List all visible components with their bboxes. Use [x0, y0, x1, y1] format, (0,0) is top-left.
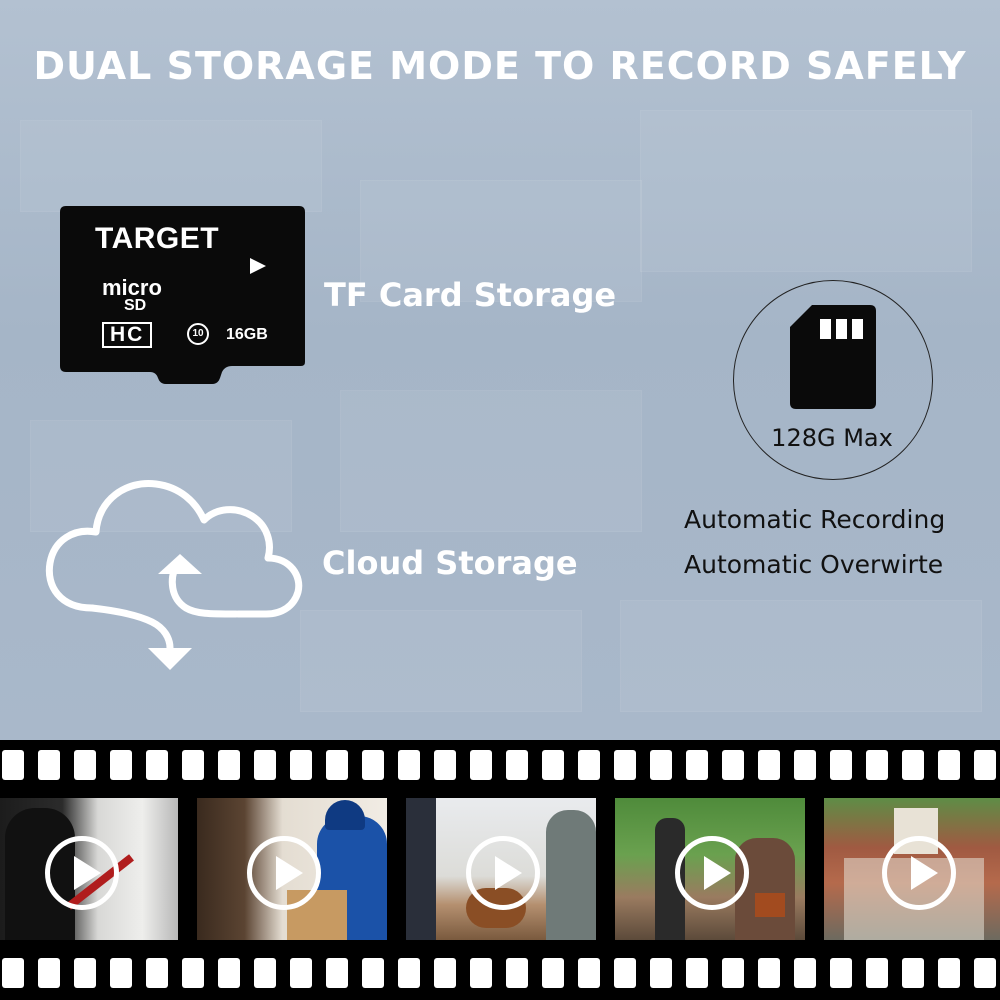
film-sprocket-hole — [362, 958, 384, 988]
play-icon[interactable] — [675, 836, 749, 910]
film-sprocket-hole — [938, 958, 960, 988]
film-sprocket-hole — [470, 750, 492, 780]
film-sprocket-hole — [686, 750, 708, 780]
film-sprocket-hole — [866, 958, 888, 988]
film-sprocket-hole — [326, 750, 348, 780]
film-sprocket-hole — [146, 750, 168, 780]
film-sprocket-hole — [434, 750, 456, 780]
film-sprocket-hole — [398, 958, 420, 988]
cloud-sync-icon — [45, 480, 303, 670]
film-sprocket-hole — [218, 958, 240, 988]
micro-sd-card-image — [60, 206, 305, 384]
film-sprocket-hole — [794, 958, 816, 988]
film-sprocket-hole — [290, 958, 312, 988]
page-title: DUAL STORAGE MODE TO RECORD SAFELY — [33, 44, 967, 88]
film-sprocket-hole — [182, 958, 204, 988]
play-icon[interactable] — [45, 836, 119, 910]
film-sprockets-top — [0, 750, 1000, 780]
cloud-storage-label: Cloud Storage — [322, 544, 578, 582]
video-thumbnail-family-house — [824, 798, 1000, 940]
sd-hc-badge: HC — [102, 322, 153, 348]
film-sprocket-hole — [866, 750, 888, 780]
sd-micro-logo: micro SD — [102, 275, 162, 316]
film-sprocket-hole — [398, 750, 420, 780]
sd-micro-text: micro — [102, 275, 162, 300]
film-sprocket-hole — [758, 958, 780, 988]
film-sprocket-hole — [722, 750, 744, 780]
film-sprocket-hole — [74, 750, 96, 780]
sd-card-icon — [790, 305, 876, 409]
film-sprocket-hole — [2, 750, 24, 780]
film-sprocket-hole — [902, 958, 924, 988]
play-icon[interactable] — [882, 836, 956, 910]
film-sprocket-hole — [2, 958, 24, 988]
film-sprocket-hole — [110, 958, 132, 988]
film-strip — [0, 740, 1000, 1000]
sd-speed-class: 10 — [187, 323, 209, 345]
feature-automatic-overwrite: Automatic Overwirte — [684, 550, 944, 579]
film-sprocket-hole — [254, 750, 276, 780]
sd-capacity-text: 16GB — [226, 326, 268, 343]
film-sprocket-hole — [614, 958, 636, 988]
sd-brand-text: TARGET — [95, 222, 220, 255]
film-sprocket-hole — [938, 750, 960, 780]
film-sprocket-hole — [614, 750, 636, 780]
film-sprocket-hole — [38, 958, 60, 988]
film-sprocket-hole — [254, 958, 276, 988]
film-sprocket-hole — [506, 958, 528, 988]
video-thumbnail-garden-visit — [615, 798, 805, 940]
film-sprocket-hole — [182, 750, 204, 780]
film-sprocket-hole — [758, 750, 780, 780]
film-sprocket-hole — [542, 750, 564, 780]
max-capacity-label: 128G Max — [771, 424, 893, 452]
film-sprocket-hole — [470, 958, 492, 988]
video-thumbnail-burglar — [0, 798, 178, 940]
capacity-circle — [733, 280, 933, 480]
sd-logo-text: SD — [124, 297, 147, 314]
film-sprocket-hole — [578, 750, 600, 780]
film-sprocket-hole — [110, 750, 132, 780]
film-sprocket-hole — [362, 750, 384, 780]
play-icon[interactable] — [466, 836, 540, 910]
film-sprocket-hole — [578, 958, 600, 988]
film-sprocket-hole — [650, 958, 672, 988]
film-sprocket-hole — [74, 958, 96, 988]
film-sprocket-hole — [290, 750, 312, 780]
film-sprocket-hole — [326, 958, 348, 988]
film-sprocket-hole — [830, 750, 852, 780]
film-sprocket-hole — [794, 750, 816, 780]
film-sprockets-bottom — [0, 958, 1000, 988]
tf-card-storage-label: TF Card Storage — [324, 276, 617, 314]
film-sprocket-hole — [218, 750, 240, 780]
video-thumbnail-family-music — [406, 798, 596, 940]
film-sprocket-hole — [650, 750, 672, 780]
film-sprocket-hole — [686, 958, 708, 988]
feature-automatic-recording: Automatic Recording — [684, 505, 946, 534]
film-sprocket-hole — [830, 958, 852, 988]
film-sprocket-hole — [902, 750, 924, 780]
film-sprocket-hole — [722, 958, 744, 988]
film-sprocket-hole — [974, 750, 996, 780]
film-sprocket-hole — [146, 958, 168, 988]
film-sprocket-hole — [542, 958, 564, 988]
film-sprocket-hole — [38, 750, 60, 780]
video-thumbnail-delivery — [197, 798, 387, 940]
film-sprocket-hole — [506, 750, 528, 780]
film-sprocket-hole — [434, 958, 456, 988]
play-icon[interactable] — [247, 836, 321, 910]
film-sprocket-hole — [974, 958, 996, 988]
